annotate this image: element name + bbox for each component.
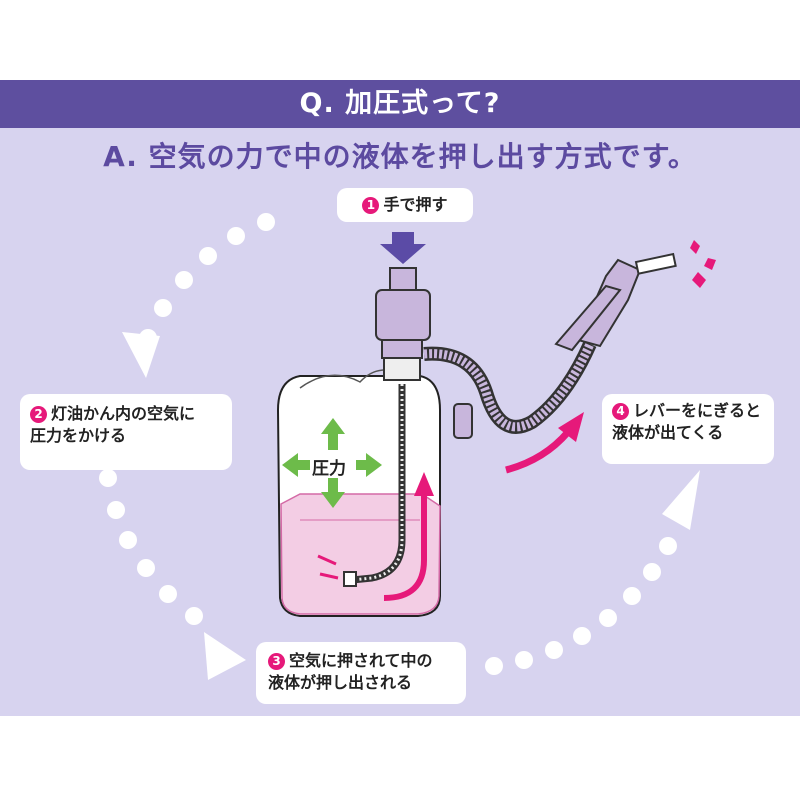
step-4-line-1: レバーをにぎると [633, 401, 762, 420]
step-number-badge: 3 [268, 653, 285, 670]
cycle-arrowheads [122, 332, 700, 680]
pump-head [375, 267, 473, 439]
question-bar: Q. 加圧式って? [0, 80, 800, 128]
step-4-line-2: 液体が出てくる [612, 423, 724, 442]
spray-drops [690, 240, 716, 288]
flow-arrows [317, 412, 584, 601]
answer-heading: A. 空気の力で中の液体を押し出す方式です。 [103, 140, 697, 173]
step-number-badge: 4 [612, 403, 629, 420]
liquid [280, 493, 441, 615]
nozzle-gun [554, 252, 677, 352]
step-number-badge: 2 [30, 406, 47, 423]
pump-diagram [99, 213, 716, 680]
step-1-text: 手で押す [383, 195, 448, 214]
step-2-line-2: 圧力をかける [30, 426, 127, 445]
step-number-badge: 1 [362, 197, 380, 214]
cycle-dots [99, 213, 677, 675]
push-down-arrow [380, 232, 426, 264]
step-3-line-2: 液体が押し出される [268, 673, 413, 692]
pressure-arrows [282, 418, 382, 508]
step-3-line-1: 空気に押されて中の [289, 651, 433, 670]
pressure-label: 圧力 [312, 459, 346, 479]
step-2-line-1: 灯油かん内の空気に [51, 404, 196, 423]
